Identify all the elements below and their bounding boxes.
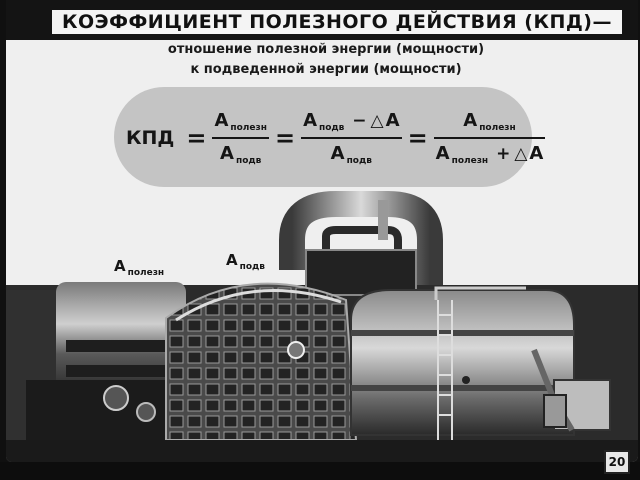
equals-sign: =	[274, 124, 296, 152]
steam-pipe	[279, 191, 443, 296]
fraction-bar	[433, 137, 546, 139]
slide-title: КОЭФФИЦИЕНТ ПОЛЕЗНОГО ДЕЙСТВИЯ (КПД)—	[52, 10, 622, 34]
film-bottom-strip	[0, 462, 640, 480]
condenser-tank	[350, 289, 575, 436]
generator-housing-left	[6, 282, 186, 462]
right-equipment	[531, 348, 611, 432]
delta-icon: △	[514, 144, 528, 164]
slide-number: 20	[604, 450, 630, 474]
equals-sign: =	[407, 124, 428, 152]
ladder	[434, 286, 526, 440]
turbine-generator-illustration	[6, 191, 638, 462]
fraction-bar	[301, 137, 402, 139]
machine-floor	[6, 440, 638, 462]
definition-line-2: к подведенной энергии (мощности)	[190, 62, 462, 77]
definition-line-1: отношение полезной энергии (мощности)	[167, 42, 485, 57]
definition-text: отношение полезной энергии (мощности) к …	[126, 40, 526, 80]
turbine-casing	[165, 282, 358, 441]
fraction-bar	[212, 137, 269, 139]
delta-icon: △	[370, 111, 384, 131]
formula-lhs: КПД	[126, 127, 175, 149]
equals-sign: =	[186, 124, 207, 152]
slide: КОЭФФИЦИЕНТ ПОЛЕЗНОГО ДЕЙСТВИЯ (КПД)— от…	[6, 0, 638, 462]
